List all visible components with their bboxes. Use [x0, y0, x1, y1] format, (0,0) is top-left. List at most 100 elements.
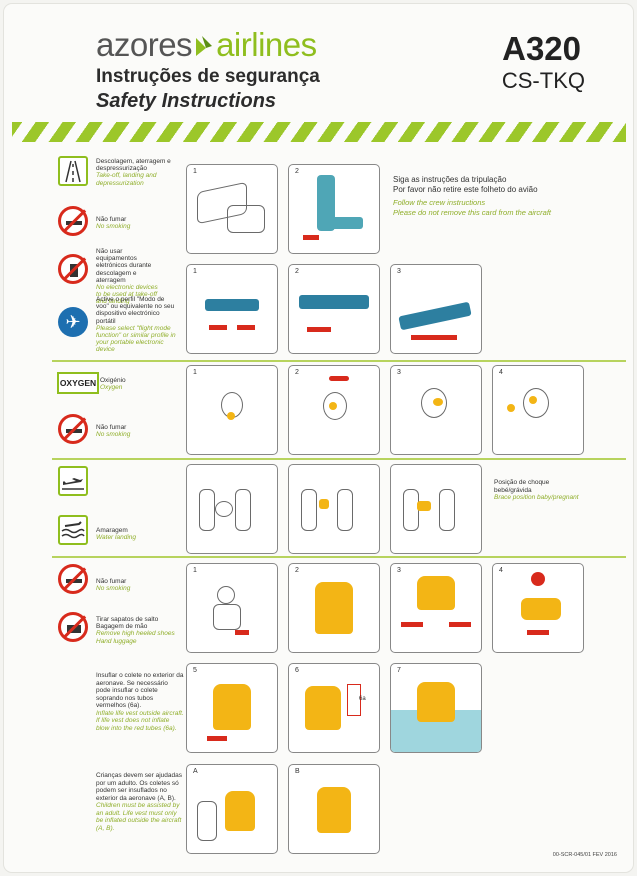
- child-vest-panel-b: B: [288, 764, 380, 854]
- no-heels-icon: [58, 612, 88, 642]
- inflate-label: Insuflar o colete no exterior da aeronav…: [96, 672, 184, 732]
- brace-en: Brace position baby/pregnant: [494, 494, 579, 501]
- no-smoking-en: No smoking: [96, 431, 131, 439]
- shoes-luggage-en: Remove high heeled shoes Hand luggage: [96, 630, 175, 645]
- oxygen-panel-4: 4: [492, 365, 584, 455]
- water-landing-en: Water landing: [96, 534, 136, 542]
- title-english: Safety Instructions: [96, 90, 277, 112]
- panel-number: 1: [193, 268, 197, 275]
- brace-position-panel-2: [288, 464, 380, 554]
- title-portuguese: Instruções de segurança: [96, 66, 320, 87]
- oxygen-icon: OXYGEN: [57, 372, 99, 394]
- electronics-en: No electronic devices to be used at take…: [96, 284, 158, 306]
- children-pt: Crianças devem ser ajudadas por um adult…: [96, 772, 182, 802]
- panel-number: 1: [193, 567, 197, 574]
- seatbelt-panel-2: 2: [288, 264, 380, 354]
- brace-position-panel-3: [390, 464, 482, 554]
- panel-number: 4: [499, 369, 503, 376]
- inflate-panel-5: 5: [186, 663, 278, 753]
- life-vest-panel-1: 1: [186, 563, 278, 653]
- life-vest-panel-3: 3: [390, 563, 482, 653]
- crew-note-pt-2: Por favor não retire este folheto do avi…: [393, 184, 538, 194]
- landing-plane-icon: [58, 466, 88, 496]
- no-smoking-label: Não fumar No smoking: [96, 216, 176, 230]
- no-smoking-icon: [58, 414, 88, 444]
- seat-position-panel-1: 1: [186, 164, 278, 254]
- children-en: Children must be assisted by an adult. L…: [96, 802, 182, 832]
- section-divider: [52, 360, 626, 362]
- inflate-en: Inflate life vest outside aircraft. If l…: [96, 709, 184, 732]
- brace-pt: Posição de choque bebé/grávida: [494, 479, 550, 494]
- aircraft-registration: CS-TKQ: [501, 68, 585, 93]
- shoes-luggage-label: Tirar sapatos de salto Bagagem de mão Re…: [96, 616, 176, 645]
- no-smoking-pt: Não fumar: [96, 424, 127, 431]
- panel-number: 6: [295, 667, 299, 674]
- life-vest-panel-4: 4: [492, 563, 584, 653]
- section-divider: [52, 556, 626, 558]
- panel-number: 2: [295, 168, 299, 175]
- panel-number: B: [295, 768, 300, 775]
- oxygen-label: Oxigénio Oxygen: [100, 377, 170, 391]
- no-smoking-en: No smoking: [96, 585, 131, 593]
- brand-left: azores: [96, 26, 193, 63]
- flight-mode-pt: Active o perfil "Modo de voo" ou equival…: [96, 296, 175, 325]
- brace-label: Posição de choque bebé/grávida Brace pos…: [494, 479, 584, 502]
- hazard-stripe: [12, 122, 626, 142]
- panel-number: 2: [295, 369, 299, 376]
- section-divider: [52, 458, 626, 460]
- oxygen-panel-2: 2: [288, 365, 380, 455]
- oxygen-panel-1: 1: [186, 365, 278, 455]
- panel-number: 2: [295, 567, 299, 574]
- shoes-luggage-pt: Tirar sapatos de salto Bagagem de mão: [96, 616, 159, 631]
- takeoff-label: Descolagem, aterragem e despressurização…: [96, 158, 186, 187]
- electronics-pt: Não usar equipamentos eletrónicos durant…: [96, 248, 152, 284]
- inflate-panel-6: 6 6a: [288, 663, 380, 753]
- seat-position-panel-2: 2: [288, 164, 380, 254]
- brand-right: airlines: [216, 26, 317, 63]
- flight-mode-label: Active o perfil "Modo de voo" ou equival…: [96, 296, 178, 354]
- panel-number: 3: [397, 369, 401, 376]
- crew-note-en-2: Please do not remove this card from the …: [393, 207, 551, 217]
- child-vest-panel-a: A: [186, 764, 278, 854]
- no-smoking-en: No smoking: [96, 223, 131, 231]
- seatbelt-panel-3: 3: [390, 264, 482, 354]
- no-smoking-label: Não fumar No smoking: [96, 578, 176, 592]
- leaf-icon: [196, 36, 213, 56]
- panel-number: 1: [193, 369, 197, 376]
- children-label: Crianças devem ser ajudadas por um adult…: [96, 772, 184, 832]
- tube-label: 6a: [359, 696, 366, 702]
- panel-number: 7: [397, 667, 401, 674]
- inflate-pt: Insuflar o colete no exterior da aeronav…: [96, 672, 184, 709]
- panel-number: 2: [295, 268, 299, 275]
- takeoff-en: Take-off, landing and depressurization: [96, 172, 157, 187]
- document-reference: 00-SCR-045/01 FEV 2016: [552, 852, 617, 858]
- water-landing-pt: Amaragem: [96, 527, 128, 534]
- panel-number: 3: [397, 268, 401, 275]
- takeoff-pt: Descolagem, aterragem e despressurização: [96, 158, 171, 173]
- brace-position-panel-1: [186, 464, 278, 554]
- airline-logo: azores airlines: [96, 28, 317, 61]
- electronics-label: Não usar equipamentos eletrónicos durant…: [96, 248, 164, 306]
- panel-number: 4: [499, 567, 503, 574]
- no-smoking-label: Não fumar No smoking: [96, 424, 176, 438]
- oxygen-panel-3: 3: [390, 365, 482, 455]
- no-smoking-icon: [58, 206, 88, 236]
- panel-number: 1: [193, 168, 197, 175]
- panel-number: A: [193, 768, 198, 775]
- seatbelt-panel-1: 1: [186, 264, 278, 354]
- no-electronics-icon: [58, 254, 88, 284]
- no-smoking-icon: [58, 564, 88, 594]
- crew-note-pt-1: Siga as instruções da tripulação: [393, 175, 507, 184]
- airplane-mode-icon: ✈: [58, 307, 88, 337]
- life-vest-panel-2: 2: [288, 563, 380, 653]
- inflate-panel-7: 7: [390, 663, 482, 753]
- crew-note-en-1: Follow the crew instructions: [393, 198, 486, 207]
- runway-icon: [58, 156, 88, 186]
- water-landing-icon: [58, 515, 88, 545]
- no-smoking-pt: Não fumar: [96, 216, 127, 223]
- no-smoking-pt: Não fumar: [96, 578, 127, 585]
- flight-mode-en: Please select "flight mode function" or …: [96, 324, 176, 354]
- water-landing-label: Amaragem Water landing: [96, 527, 176, 541]
- panel-number: 5: [193, 667, 197, 674]
- aircraft-model: A320: [502, 30, 581, 67]
